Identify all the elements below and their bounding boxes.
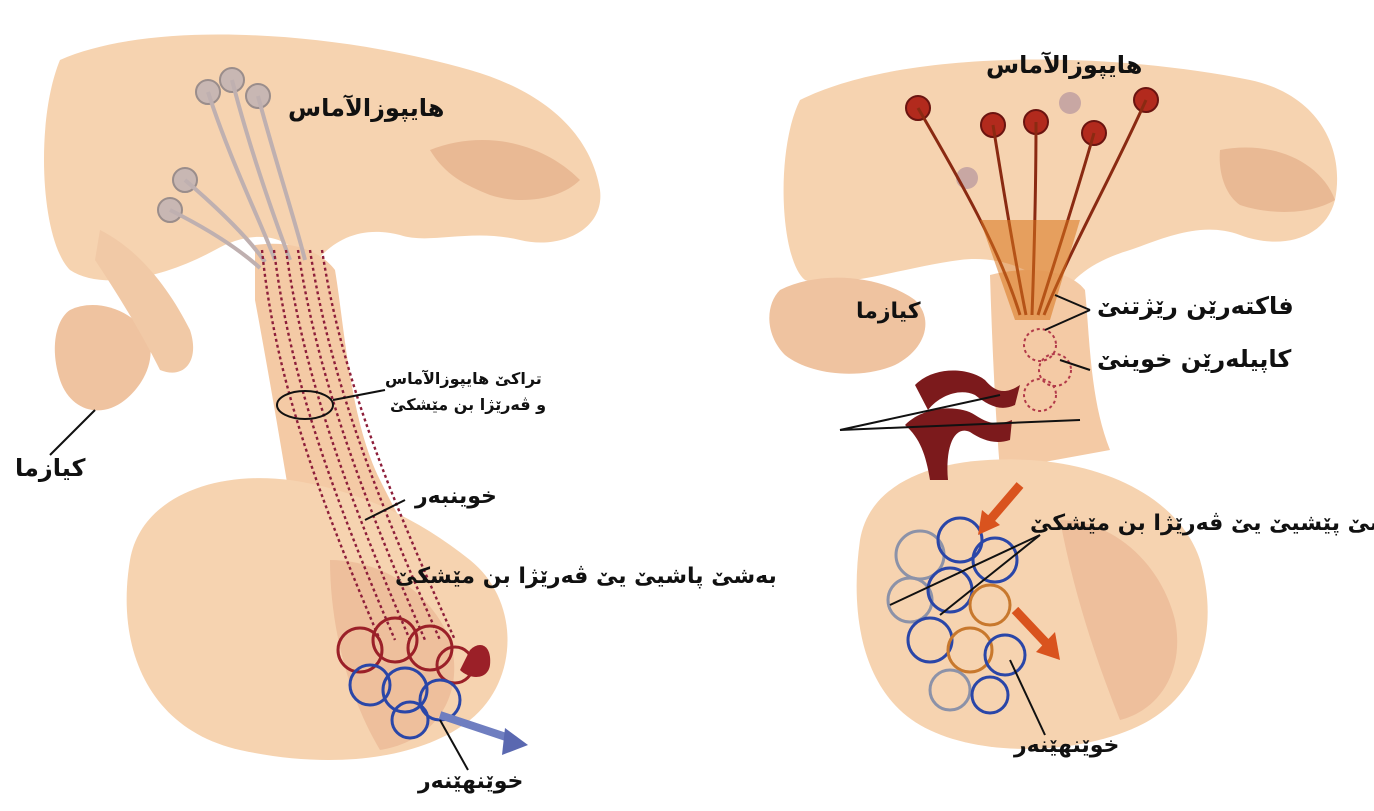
right-chiasma-label: کیازما — [856, 300, 921, 324]
left-tracts-label-line1: تراکێ هایپوزالآماس — [385, 370, 542, 388]
right-chiasma-shape — [769, 278, 925, 374]
right-vein-label: خوێنهێنەر — [1014, 734, 1119, 758]
right-capillaries-label: کاپیلەرێن خوینێ — [1097, 346, 1291, 372]
right-anterior-lobe-label: بەشێ پێشیێ یێ ڤەرێژا بن مێشکێ — [1030, 512, 1374, 536]
left-hypothalamus-label: هایپوزالآماس — [288, 95, 444, 121]
left-chiasma-label: کیازما — [15, 455, 85, 481]
left-tracts-label-line2: و ڤەرێژا بن مێشکێ — [390, 396, 546, 414]
left-vein-arrowhead — [502, 728, 528, 755]
right-hypothalamus-label: هایپوزالآماس — [986, 52, 1142, 78]
left-artery-label: خوینبەر — [415, 485, 497, 509]
right-releasing-factors-label: فاکتەرێن رێژتنێ — [1097, 293, 1294, 319]
left-vein-label: خوێنهێنەر — [418, 770, 523, 794]
right-pituitary-illustration — [769, 60, 1337, 749]
left-posterior-lobe-label: بەشێ پاشیێ یێ ڤەرێژا بن مێشکێ — [395, 565, 777, 589]
right-faded-neuron — [1059, 92, 1081, 114]
